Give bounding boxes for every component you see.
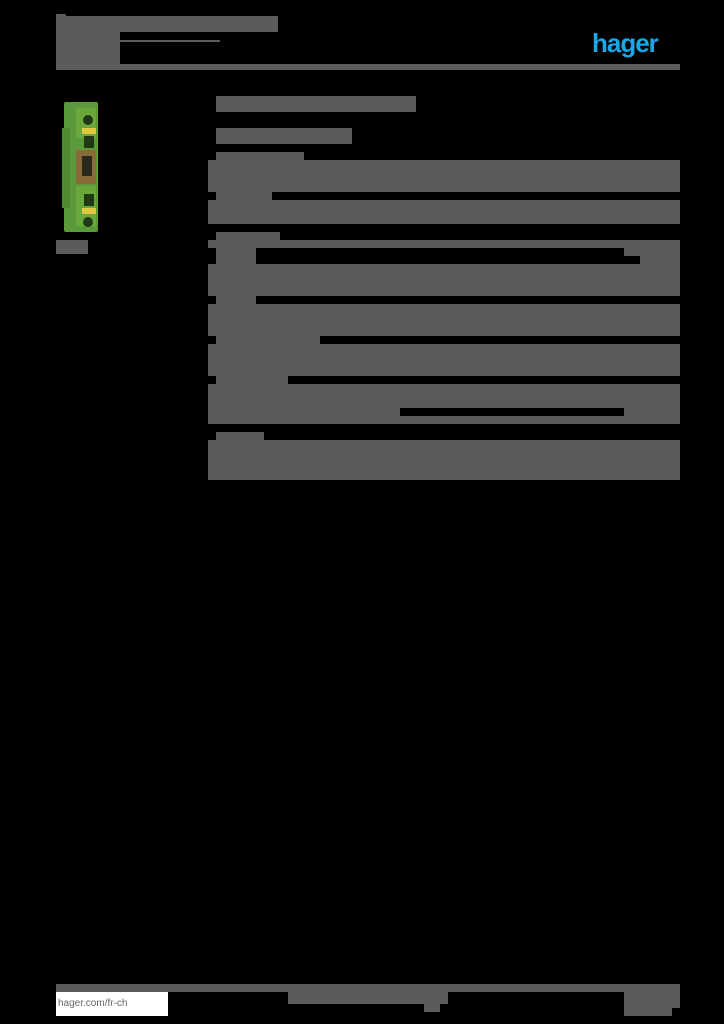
footer-url-link[interactable]: hager.com/fr-ch xyxy=(56,992,168,1016)
header-subline xyxy=(120,40,220,42)
section-3-row-1 xyxy=(208,384,680,408)
section-3-label xyxy=(216,376,288,384)
footer-center-tail xyxy=(424,1004,440,1012)
product-heading xyxy=(216,96,416,112)
section-2-row-2b xyxy=(640,256,680,264)
section-2-row-6-label xyxy=(216,336,320,344)
title-ascenders xyxy=(56,14,66,18)
product-caption xyxy=(56,240,88,254)
document-title xyxy=(56,16,278,32)
section-2-row-4b xyxy=(256,272,680,296)
section-2-row-5 xyxy=(208,304,680,336)
section-2-row-1b xyxy=(624,248,680,256)
footer-page-info xyxy=(624,992,672,1016)
document-subtitle xyxy=(56,32,120,64)
section-4-label xyxy=(216,432,264,442)
section-1-row-2 xyxy=(208,200,680,224)
section-2-row-1 xyxy=(208,240,680,248)
section-2-row-4 xyxy=(208,272,216,296)
section-1-row-2-label xyxy=(216,192,272,200)
section-2-label xyxy=(216,232,280,242)
product-image xyxy=(62,98,102,236)
footer-center-text xyxy=(288,992,448,1004)
product-subheading xyxy=(216,128,352,144)
footer-page-info-b xyxy=(672,992,680,1008)
footer-rule xyxy=(56,984,680,992)
section-2-row-6 xyxy=(208,344,680,376)
header-rule xyxy=(56,64,680,70)
section-1-label xyxy=(216,152,304,162)
section-4-row-1 xyxy=(208,440,680,480)
section-1-row-1 xyxy=(208,160,680,192)
section-2-row-3 xyxy=(208,264,680,272)
section-2-row-5-label xyxy=(216,296,256,304)
hager-logo: hager xyxy=(592,28,659,58)
section-3-row-2c xyxy=(208,416,680,424)
